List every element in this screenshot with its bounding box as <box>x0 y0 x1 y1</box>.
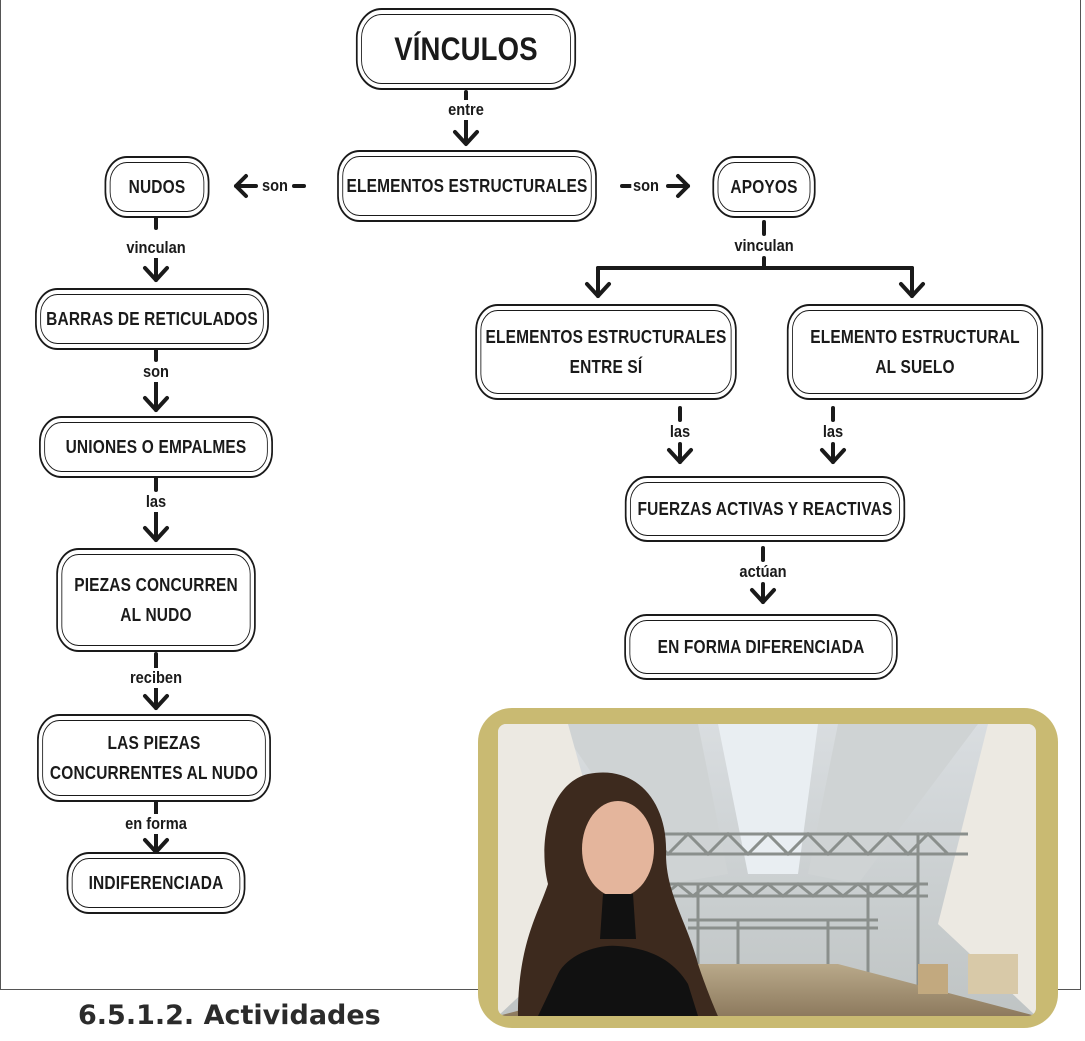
link-las-a: las <box>668 422 692 442</box>
node-piezas-line2: AL NUDO <box>120 605 192 625</box>
link-vinculan-right: vinculan <box>732 236 796 256</box>
link-son-right: son <box>631 176 661 196</box>
link-las-left: las <box>144 492 168 512</box>
structure-photo <box>498 724 1036 1016</box>
node-al-suelo-line2: AL SUELO <box>875 357 955 377</box>
node-vinculos: VÍNCULOS <box>355 8 577 90</box>
link-son-left: son <box>260 176 290 196</box>
link-en-forma: en forma <box>123 814 189 834</box>
node-nudos: NUDOS <box>104 156 210 218</box>
node-piezas-concurren: PIEZAS CONCURREN AL NUDO <box>56 548 256 652</box>
node-al-suelo-line1: ELEMENTO ESTRUCTURAL <box>810 327 1020 347</box>
node-indiferenciada: INDIFERENCIADA <box>66 852 246 914</box>
link-entre: entre <box>446 100 486 120</box>
node-barras-reticulados: BARRAS DE RETICULADOS <box>35 288 269 350</box>
node-uniones-empalmes: UNIONES O EMPALMES <box>39 416 273 478</box>
link-actuan: actúan <box>737 562 789 582</box>
node-entre-si: ELEMENTOS ESTRUCTURALES ENTRE SÍ <box>475 304 737 400</box>
node-elementos-estructurales: ELEMENTOS ESTRUCTURALES <box>337 150 597 222</box>
node-entre-si-line1: ELEMENTOS ESTRUCTURALES <box>485 327 727 347</box>
link-reciben: reciben <box>128 668 184 688</box>
node-las-piezas-concurrentes: LAS PIEZAS CONCURRENTES AL NUDO <box>37 714 271 802</box>
mall-roof-image <box>498 724 1036 1016</box>
section-heading: 6.5.1.2. Actividades <box>78 1000 381 1031</box>
node-fuerzas: FUERZAS ACTIVAS Y REACTIVAS <box>624 476 906 542</box>
link-las-b: las <box>821 422 845 442</box>
node-piezas-line1: PIEZAS CONCURREN <box>74 575 238 595</box>
node-apoyos: APOYOS <box>712 156 816 218</box>
node-forma-diferenciada: EN FORMA DIFERENCIADA <box>624 614 898 680</box>
node-entre-si-line2: ENTRE SÍ <box>569 357 643 377</box>
link-son-down: son <box>141 362 171 382</box>
node-las-piezas-line2: CONCURRENTES AL NUDO <box>49 763 259 783</box>
node-al-suelo: ELEMENTO ESTRUCTURAL AL SUELO <box>786 304 1044 400</box>
node-las-piezas-line1: LAS PIEZAS <box>107 733 201 753</box>
link-vinculan-left: vinculan <box>124 238 188 258</box>
